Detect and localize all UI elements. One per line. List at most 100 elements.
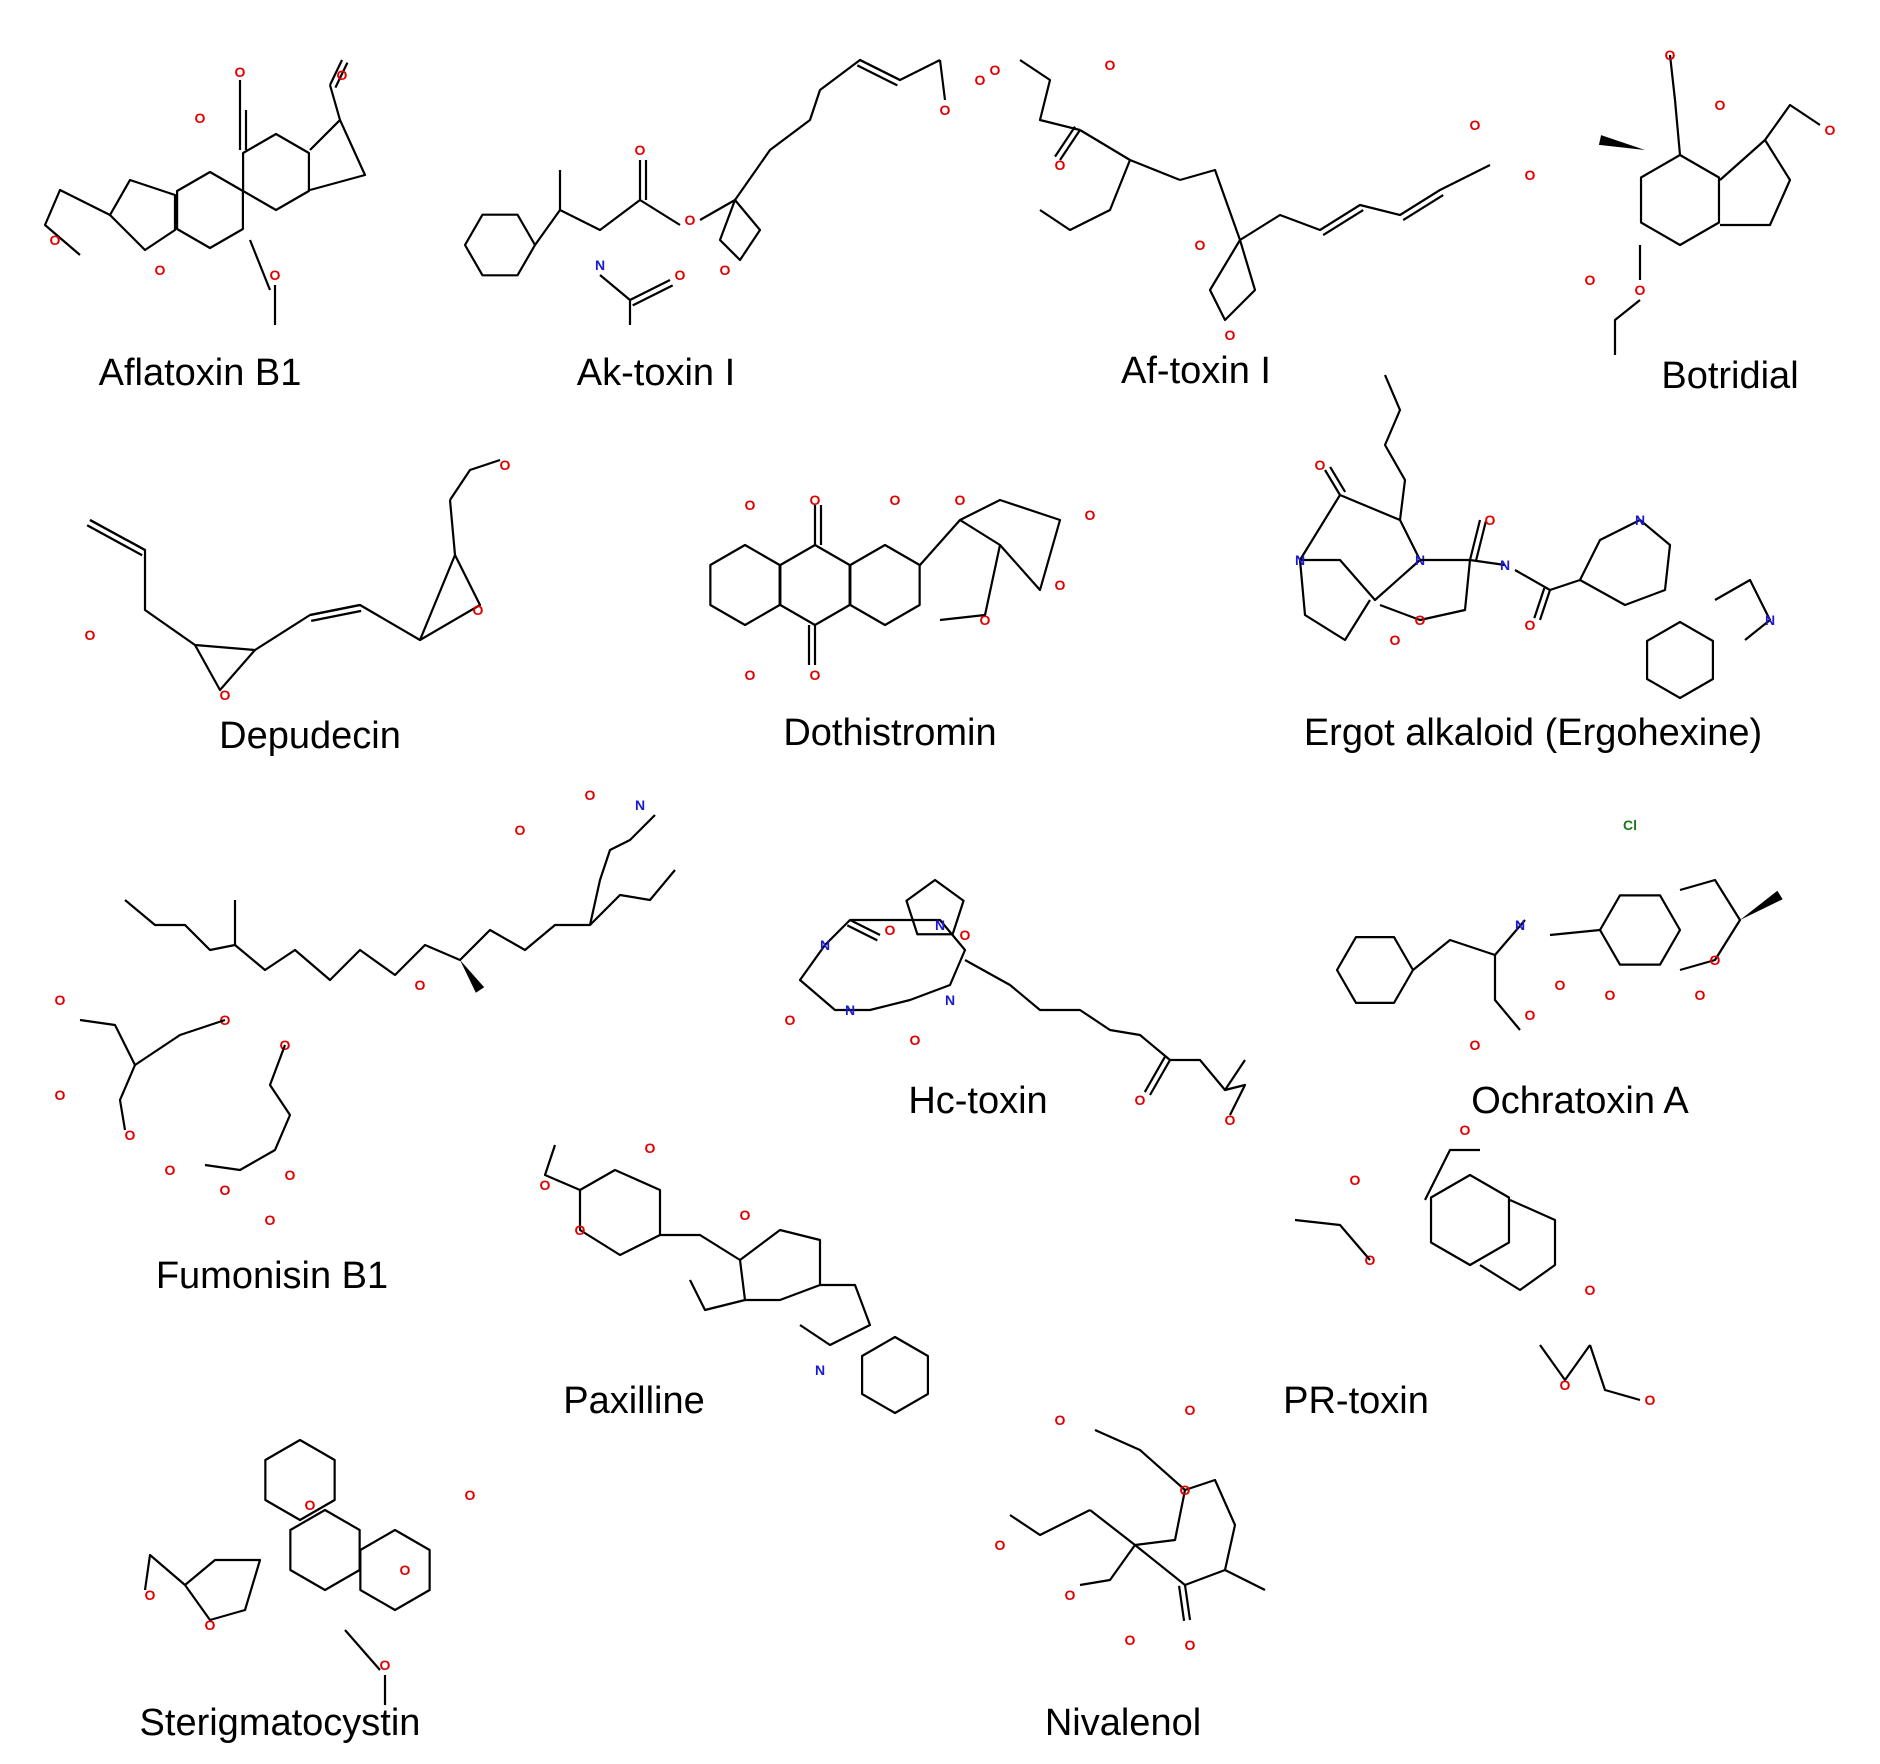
pyran-oxygen: O xyxy=(1180,1482,1191,1498)
label-fumonisin-b1: Fumonisin B1 xyxy=(156,1255,388,1297)
amide-nitrogen: N xyxy=(595,257,605,273)
aldehyde-oxygen-1: O xyxy=(1665,47,1676,63)
epoxide-oxygen-1: O xyxy=(220,687,231,703)
hydroxyl-2: O xyxy=(585,787,596,803)
amide-nitrogen-3: N xyxy=(945,992,955,1008)
indole-nitrogen: N xyxy=(1765,612,1775,628)
epoxide-oxygen-2: O xyxy=(473,602,484,618)
acid-oxygen-c: O xyxy=(125,1127,136,1143)
indole-nitrogen: N xyxy=(815,1362,825,1378)
acid-oxygen-g: O xyxy=(265,1212,276,1228)
acetate-oxygen: O xyxy=(1635,282,1646,298)
hydroxyl-oxygen-1: O xyxy=(85,627,96,643)
label-ergohexine: Ergot alkaloid (Ergohexine) xyxy=(1304,712,1762,754)
proline-nitrogen: N xyxy=(935,917,945,933)
acid-oxygen-d: O xyxy=(165,1162,176,1178)
acid-oxygen-1: O xyxy=(940,102,951,118)
amide-oxygen-1: O xyxy=(885,922,896,938)
phenol-oxygen-2: O xyxy=(745,667,756,683)
lactam-oxygen: O xyxy=(1315,457,1326,473)
aflatoxin-b1-structure: O O O O O O xyxy=(43,59,367,325)
acid-oxygen-b: O xyxy=(55,1087,66,1103)
carbonyl-oxygen: O xyxy=(235,64,246,80)
amide-oxygen: O xyxy=(1525,617,1536,633)
aldehyde-oxygen-2: O xyxy=(1825,122,1836,138)
ester-oxygen-1: O xyxy=(220,1012,231,1028)
epoxide-oxygen-2: O xyxy=(1560,1377,1571,1393)
amide-nitrogen: N xyxy=(1515,917,1525,933)
epoxide-oxygen: O xyxy=(1225,327,1236,343)
ketone-oxygen: O xyxy=(1585,1282,1596,1298)
label-sterigmatocystin: Sterigmatocystin xyxy=(140,1702,421,1744)
label-paxilline: Paxilline xyxy=(563,1380,705,1422)
label-nivalenol: Nivalenol xyxy=(1045,1702,1201,1744)
ester-oxygen-2: O xyxy=(280,1037,291,1053)
label-dothistromin: Dothistromin xyxy=(783,712,996,754)
ketone-oxygen: O xyxy=(1185,1637,1196,1653)
hydroxyl-oxygen-1: O xyxy=(955,492,966,508)
pyran-oxygen: O xyxy=(575,1222,586,1238)
acid-oxygen-f: O xyxy=(285,1167,296,1183)
secondary-hydroxyl: O xyxy=(1105,57,1116,73)
label-botridial: Botridial xyxy=(1661,355,1798,397)
hydroxyl-oxygen-2: O xyxy=(500,457,511,473)
label-hc-toxin: Hc-toxin xyxy=(908,1080,1047,1122)
dihydrofuran-oxygen: O xyxy=(50,232,61,248)
depudecin-structure: O O O O xyxy=(85,457,511,703)
furan-oxygen: O xyxy=(205,1617,216,1633)
hydroxyl-3: O xyxy=(415,977,426,993)
acid-oxygen-1: O xyxy=(1470,1037,1481,1053)
amide-nitrogen-1: N xyxy=(820,937,830,953)
dihydrofuran-oxygen: O xyxy=(145,1587,156,1603)
hydroxyl-oxygen-2: O xyxy=(1085,507,1096,523)
acid-oxygen-a: O xyxy=(55,992,66,1008)
epoxide-oxygen-1: O xyxy=(1460,1122,1471,1138)
label-depudecin: Depudecin xyxy=(219,715,401,757)
hydroxyl-oxygen: O xyxy=(1715,97,1726,113)
ketone-oxygen: O xyxy=(337,67,348,83)
tertiary-hydroxyl: O xyxy=(990,62,1001,78)
xanthone-oxygen: O xyxy=(305,1497,316,1513)
pyrrolidine-nitrogen: N xyxy=(1295,552,1305,568)
quinone-oxygen-2: O xyxy=(810,667,821,683)
structure-drawings: O O O O O O O N O O O O O O O O O O O O O O O O O O O O O O O O O O O O O O O N… xyxy=(43,47,1836,1705)
ketone-oxygen: O xyxy=(400,1562,411,1578)
acetate-carbonyl: O xyxy=(1585,272,1596,288)
ester-oxygen-b: O xyxy=(1195,237,1206,253)
lactone-carbonyl: O xyxy=(1695,987,1706,1003)
lactone-oxygen: O xyxy=(195,110,206,126)
phenol-oxygen: O xyxy=(1605,987,1616,1003)
acid-hydroxyl: O xyxy=(1525,167,1536,183)
oxazole-oxygen: O xyxy=(1415,612,1426,628)
acid-oxygen-e: O xyxy=(220,1182,231,1198)
hydroxyl-oxygen-4: O xyxy=(1125,1632,1136,1648)
ketone-oxygen: O xyxy=(645,1140,656,1156)
hydroxyl-oxygen-1: O xyxy=(1055,1412,1066,1428)
methoxy-oxygen: O xyxy=(270,267,281,283)
amide-nitrogen: N xyxy=(1500,557,1510,573)
label-aflatoxin-b1: Aflatoxin B1 xyxy=(99,352,302,394)
ester-oxygen: O xyxy=(685,212,696,228)
amide-oxygen-3: O xyxy=(910,1032,921,1048)
lactone-oxygen: O xyxy=(1710,952,1721,968)
acid-oxygen-2: O xyxy=(975,72,986,88)
amide-nitrogen-2: N xyxy=(845,1002,855,1018)
oxazole-carbonyl: O xyxy=(1485,512,1496,528)
epoxide-oxygen: O xyxy=(720,262,731,278)
chlorine: Cl xyxy=(1623,817,1637,833)
amide-oxygen-2: O xyxy=(785,1012,796,1028)
hydroxyl-oxygen-3: O xyxy=(1065,1587,1076,1603)
furan-oxygen: O xyxy=(155,262,166,278)
acetate-carbonyl: O xyxy=(1350,1172,1361,1188)
hemiketal-oxygen: O xyxy=(1390,632,1401,648)
ketone-oxygen: O xyxy=(1135,1092,1146,1108)
